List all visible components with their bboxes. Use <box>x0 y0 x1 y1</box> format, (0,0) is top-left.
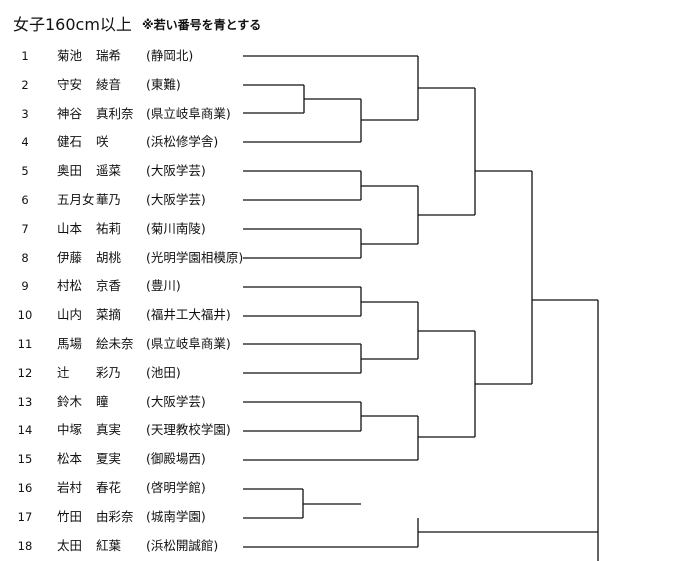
bottom-half-bracket <box>302 287 532 547</box>
entry-row: 6 五月女華乃 (大阪学芸) <box>0 190 270 210</box>
entry-family-name: 辻 <box>57 364 70 380</box>
entry-given-name: 華乃 <box>96 192 122 207</box>
entry-row: 8 伊藤胡桃 (光明学園相模原) <box>0 248 270 268</box>
entry-family-name: 中塚 <box>57 422 83 438</box>
entry-number: 14 <box>17 423 33 438</box>
entry-school: (光明学園相模原) <box>146 249 244 265</box>
entry-family-name: 山本 <box>57 220 83 236</box>
entry-row: 18 太田紅葉 (浜松開誠館) <box>0 536 270 556</box>
entry-family-name: 神谷 <box>57 105 83 121</box>
entry-number: 12 <box>17 365 33 380</box>
entry-number: 11 <box>17 337 33 351</box>
final-rounds-bracket <box>531 171 599 561</box>
entry-number: 5 <box>21 164 29 179</box>
entry-lines <box>243 55 418 548</box>
entry-school: (大阪学芸) <box>146 163 206 179</box>
entry-school: (県立岐阜商業) <box>146 336 231 351</box>
entry-given-name: 夏実 <box>96 451 122 467</box>
entry-given-name: 綾音 <box>96 76 122 92</box>
entry-number: 13 <box>17 394 33 409</box>
entry-school: (浜松開誠館) <box>146 537 219 553</box>
entry-school: (東難) <box>146 76 181 92</box>
entry-family-name: 鈴木 <box>57 393 83 409</box>
entry-given-name: 瞳 <box>96 393 109 409</box>
entry-number: 17 <box>17 509 33 524</box>
entry-row: 9 村松京香 (豊川) <box>0 276 270 296</box>
entry-school: (御殿場西) <box>146 451 206 467</box>
entry-family-name: 竹田 <box>57 508 83 524</box>
entry-number: 18 <box>17 538 33 553</box>
entry-row: 14 中塚真実 (天理教校学園) <box>0 420 270 440</box>
entry-number: 4 <box>21 135 29 150</box>
entry-given-name: 由彩奈 <box>96 508 134 524</box>
entry-row: 17 竹田由彩奈 (城南学園) <box>0 507 270 527</box>
entry-row: 3 神谷真利奈 (県立岐阜商業) <box>0 104 270 124</box>
entry-number: 15 <box>17 452 33 467</box>
entry-school: (浜松修学舎) <box>146 134 219 150</box>
entry-row: 1 菊池瑞希 (静岡北) <box>0 46 270 66</box>
entry-given-name: 真利奈 <box>96 105 134 121</box>
page-title: 女子160cm以上 <box>13 15 132 34</box>
entry-number: 10 <box>17 308 33 323</box>
entry-given-name: 祐莉 <box>96 220 122 236</box>
entry-number: 3 <box>21 106 29 121</box>
entry-row: 10 山内菜摘 (福井工大福井) <box>0 305 270 325</box>
entry-family-name: 奥田 <box>57 163 83 179</box>
entry-given-name: 真実 <box>96 422 122 438</box>
entry-row: 15 松本夏実 (御殿場西) <box>0 449 270 469</box>
entry-row: 2 守安綾音 (東難) <box>0 75 270 95</box>
entry-given-name: 胡桃 <box>96 249 122 265</box>
entry-number: 8 <box>21 250 29 265</box>
entry-family-name: 菊池 <box>57 48 83 63</box>
entry-school: (菊川南陵) <box>146 220 206 236</box>
entry-given-name: 瑞希 <box>96 48 122 63</box>
entry-number: 16 <box>17 481 33 495</box>
entry-number: 9 <box>21 279 29 294</box>
entry-given-name: 春花 <box>96 480 122 495</box>
entry-row: 16 岩村春花 (啓明学館) <box>0 478 270 498</box>
entry-school: (啓明学館) <box>146 480 206 495</box>
entry-row: 5 奥田遥菜 (大阪学芸) <box>0 161 270 181</box>
entry-family-name: 太田 <box>57 537 83 553</box>
entry-given-name: 遥菜 <box>96 163 122 179</box>
top-half-bracket <box>303 56 532 258</box>
entry-row: 13 鈴木瞳 (大阪学芸) <box>0 392 270 412</box>
entry-family-name: 伊藤 <box>57 249 83 265</box>
entry-family-name: 村松 <box>57 278 83 294</box>
entry-given-name: 絵未奈 <box>96 336 134 351</box>
entry-row: 7 山本祐莉 (菊川南陵) <box>0 219 270 239</box>
entry-school: (福井工大福井) <box>146 307 231 323</box>
entry-school: (天理教校学園) <box>146 422 231 438</box>
entry-given-name: 紅葉 <box>96 537 122 553</box>
entry-school: (大阪学芸) <box>146 393 206 409</box>
entry-row: 11 馬場絵未奈 (県立岐阜商業) <box>0 334 270 354</box>
entry-number: 1 <box>21 49 29 63</box>
entry-row: 12 辻 彩乃 (池田) <box>0 363 270 383</box>
entry-given-name: 京香 <box>96 278 122 294</box>
entry-number: 6 <box>21 193 29 207</box>
entry-school: (静岡北) <box>146 48 194 63</box>
entry-school: (池田) <box>146 364 181 380</box>
entry-family-name: 守安 <box>57 76 83 92</box>
entry-family-name: 馬場 <box>57 336 83 351</box>
entry-school: (豊川) <box>146 278 181 294</box>
entry-given-name: 咲 <box>96 134 109 150</box>
entry-row: 4 健石咲 (浜松修学舎) <box>0 132 270 152</box>
entry-family-name: 五月女 <box>57 192 95 207</box>
entry-school: (城南学園) <box>146 508 206 524</box>
entry-given-name: 菜摘 <box>96 307 122 323</box>
entry-school: (大阪学芸) <box>146 192 206 207</box>
entry-family-name: 山内 <box>57 307 83 323</box>
entry-given-name: 彩乃 <box>96 364 122 380</box>
entry-family-name: 岩村 <box>57 480 83 495</box>
entry-number: 2 <box>21 77 29 92</box>
entry-family-name: 松本 <box>57 451 83 467</box>
entry-number: 7 <box>21 221 29 236</box>
bracket-note: ※若い番号を青とする <box>142 18 262 32</box>
entry-school: (県立岐阜商業) <box>146 105 231 121</box>
entry-family-name: 健石 <box>57 134 83 150</box>
